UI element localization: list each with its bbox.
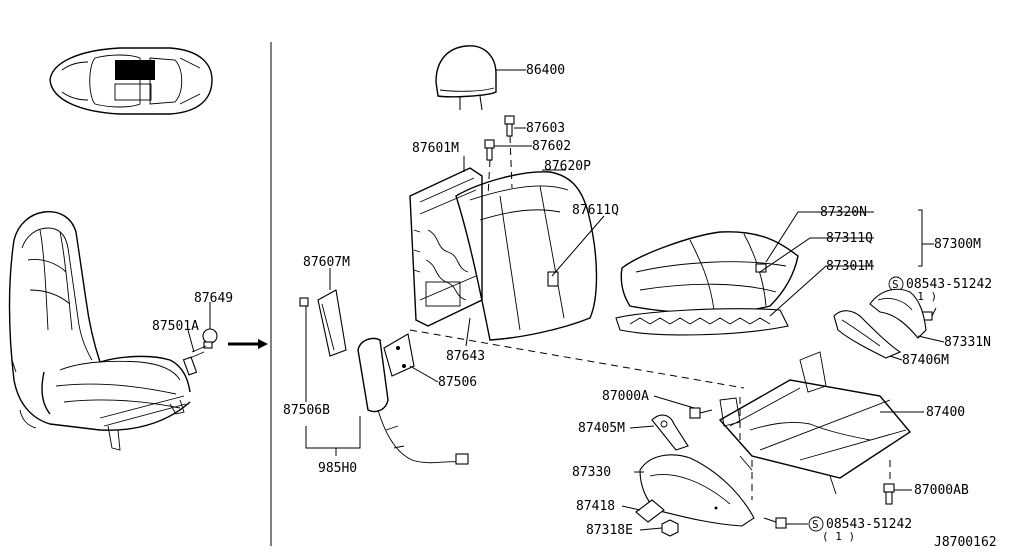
- label-87418: 87418: [576, 499, 615, 514]
- label-87620P: 87620P: [544, 159, 591, 174]
- s-icon-bottom: S: [812, 518, 819, 531]
- screw-bottom: [763, 517, 787, 529]
- clip-87418: [635, 499, 665, 523]
- seat-assembly-illustration: [8, 211, 191, 451]
- label-87330: 87330: [572, 465, 611, 480]
- label-87311Q: 87311Q: [826, 231, 873, 246]
- label-87607M: 87607M: [303, 255, 350, 270]
- label-87405M: 87405M: [578, 421, 625, 436]
- label-87320N: 87320N: [820, 205, 867, 220]
- label-87406M: 87406M: [902, 353, 949, 368]
- label-87331N: 87331N: [944, 335, 991, 350]
- bolt-87000A: [689, 407, 713, 419]
- label-87318E: 87318E: [586, 523, 633, 538]
- label-87602: 87602: [532, 139, 571, 154]
- seat-cushion: [615, 231, 799, 336]
- car-locator-icon: [49, 47, 213, 115]
- label-87301M: 87301M: [826, 259, 873, 274]
- s-icon-top: S: [892, 278, 899, 291]
- headrest: [435, 45, 497, 111]
- label-87643: 87643: [446, 349, 485, 364]
- label-985H0: 985H0: [318, 461, 357, 476]
- label-87400: 87400: [926, 405, 965, 420]
- cover-87406M: [833, 310, 902, 359]
- detail-arrow-icon: [228, 339, 268, 349]
- label-87601M: 87601M: [412, 141, 459, 156]
- nut-87318E: [661, 519, 679, 537]
- side-airbag-module: [357, 333, 469, 465]
- label-87000AB: 87000AB: [914, 483, 969, 498]
- label-86400: 86400: [526, 63, 565, 78]
- screw-symbol-bottom: S: [808, 516, 824, 532]
- label-screw-top: 08543-51242: [906, 277, 992, 292]
- label-87501A: 87501A: [152, 319, 199, 334]
- label-87603: 87603: [526, 121, 565, 136]
- seat-frame: [718, 351, 912, 495]
- label-87649: 87649: [194, 291, 233, 306]
- label-87611Q: 87611Q: [572, 203, 619, 218]
- recliner-knob: [182, 328, 218, 376]
- label-87300M: 87300M: [934, 237, 981, 252]
- seatback-frame: [409, 167, 483, 327]
- label-87506: 87506: [438, 375, 477, 390]
- qty-screw-bottom: ( 1 ): [822, 530, 855, 543]
- finisher-87331N: [869, 288, 927, 339]
- label-87000A: 87000A: [602, 389, 649, 404]
- diagram-id: J8700162: [934, 535, 997, 550]
- bolt-87000AB: [883, 483, 895, 505]
- bracket-87405M: [651, 414, 689, 451]
- side-airbag-bracket: [299, 289, 347, 357]
- label-87506B: 87506B: [283, 403, 330, 418]
- label-screw-bottom: 08543-51242: [826, 517, 912, 532]
- seatback-cushion: [455, 171, 598, 341]
